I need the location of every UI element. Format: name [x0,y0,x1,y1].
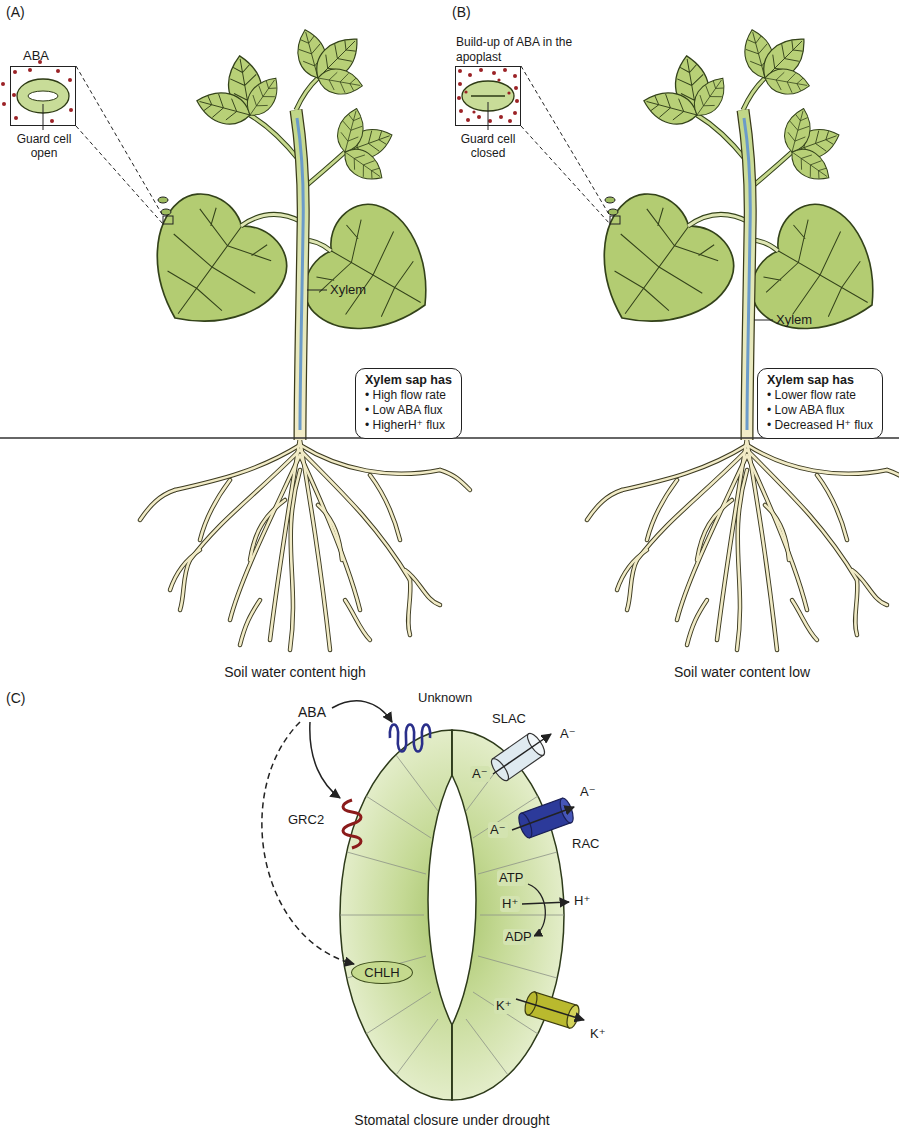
soil-condition: Soil water content low [674,664,810,681]
inset-heading: ABA [23,48,49,64]
signal-arrow-dashed [262,722,354,964]
ion-arrow [512,807,574,830]
bullet-item: • High flow rate [365,388,452,403]
stoma-label: Guard cell closed [452,132,524,161]
hormone-label: ABA [298,704,326,721]
leader-line [754,320,773,321]
receptor-label: Unknown [418,690,472,706]
energy-label: ADP [503,929,534,945]
xylem-label: Xylem [776,312,812,328]
unknown-receptor [390,725,430,752]
channel-label: RAC [572,836,599,852]
bullet-item: • Decreased H⁺ flux [767,418,873,433]
channel-label: SLAC [492,711,526,727]
stoma-inset-box: Build-up of ABA in the apoplast [455,66,521,126]
ion-label: K⁺ [494,998,514,1014]
ion-label: H⁺ [574,893,590,909]
box-heading: Xylem sap has [365,373,452,388]
panel-letter: (A) [6,4,25,21]
open-stoma-inset [1,60,163,224]
ion-label: A⁻ [580,784,596,800]
xylem-label: Xylem [330,282,366,298]
signal-arrow [310,722,340,798]
xylem-sap-box: Xylem sap has• Lower flow rate• Low ABA … [757,368,883,439]
ion-label: A⁻ [488,822,508,838]
ion-label: A⁻ [560,726,576,742]
stoma-label: Guard cell open [8,132,80,161]
xylem-sap-box: Xylem sap has• High flow rate• Low ABA f… [355,368,462,439]
panel-caption: Stomatal closure under drought [354,1112,549,1129]
signal-arrow [332,701,392,722]
ion-arrow [522,902,569,904]
leader-line [307,290,327,291]
panel-letter: (B) [452,4,471,21]
grc2-receptor [343,800,361,848]
energy-label: ATP [497,870,525,886]
ion-label: A⁻ [470,766,490,782]
bullet-item: • HigherH⁺ flux [365,418,452,433]
plant-well-watered [121,26,470,650]
inset-heading: Build-up of ABA in the apoplast [456,35,606,64]
ion-arrow [516,999,584,1020]
ion-label: K⁺ [590,1026,606,1042]
soil-condition: Soil water content high [224,664,366,681]
panel-letter: (C) [6,690,25,707]
ion-label: H⁺ [500,896,520,912]
bullet-item: • Low ABA flux [365,403,452,418]
plant-drought [568,26,899,650]
guard-cell-pair [340,730,564,1100]
box-heading: Xylem sap has [767,373,873,388]
receptor-label: GRC2 [288,812,324,828]
bullet-item: • Lower flow rate [767,388,873,403]
ion-arrow [493,734,551,774]
organelle-name: CHLH [364,965,399,980]
stoma-inset-box: ABA [10,66,76,126]
bullet-item: • Low ABA flux [767,403,873,418]
organelle-ellipse: CHLH [351,961,412,984]
